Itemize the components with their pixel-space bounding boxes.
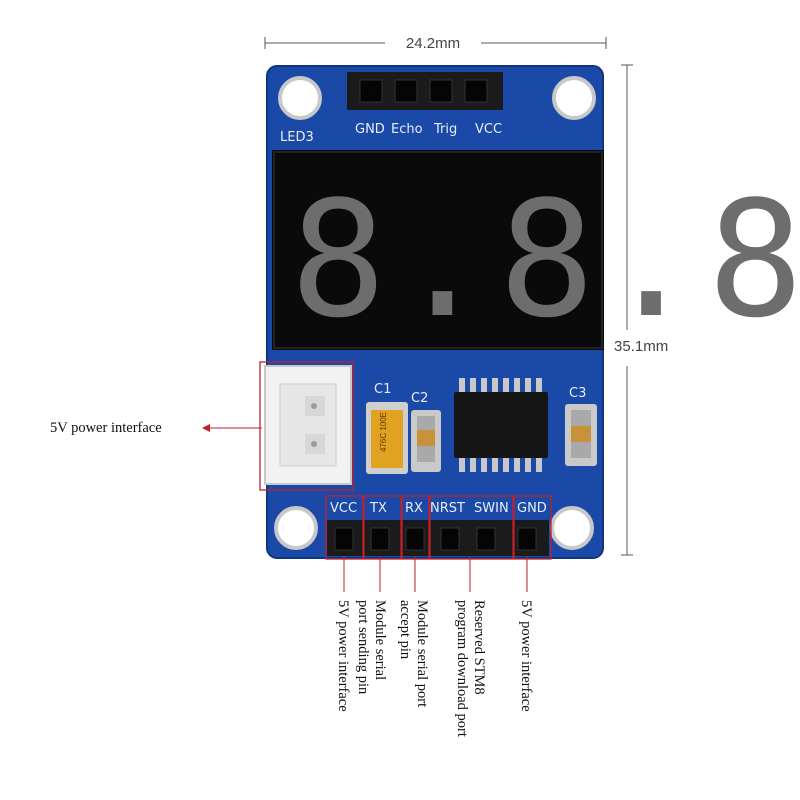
rx-pin-annotation-line1: Module serial port xyxy=(414,600,430,707)
bottom-pin-header xyxy=(327,520,549,556)
c1-label: C1 xyxy=(374,382,391,397)
bottom-pin-label-tx: TX xyxy=(369,501,387,516)
height-dimension: 35.1mm xyxy=(612,64,692,556)
height-label: 35.1mm xyxy=(614,338,668,355)
power-interface-label: 5V power interface xyxy=(50,420,162,436)
stm8-highlight xyxy=(429,495,514,560)
width-label: 24.2mm xyxy=(406,35,460,52)
stm8-annotation-line2: program download port xyxy=(454,600,470,737)
bottom-pin-label-nrst: NRST xyxy=(430,501,465,516)
capacitor-c3 xyxy=(565,404,597,466)
c1-marking: 476C 100E xyxy=(379,412,388,452)
c3-label: C3 xyxy=(569,386,586,401)
mounting-hole-top-right xyxy=(552,76,596,120)
bottom-pin-label-vcc: VCC xyxy=(330,501,357,516)
pcb-board: GND Echo Trig VCC LED3 8.8.8. C1 476C 10… xyxy=(264,65,800,559)
top-pin-label-gnd: GND xyxy=(355,122,385,137)
gnd-highlight xyxy=(513,495,552,560)
top-pin-label-trig: Trig xyxy=(433,122,457,137)
stm8-annotation-line1: Reserved STM8 xyxy=(471,600,487,695)
tx-highlight xyxy=(363,495,402,560)
mounting-hole-top-left xyxy=(278,76,322,120)
tx-pin-annotation-line1: Module serial xyxy=(372,600,388,680)
capacitor-c2 xyxy=(411,410,441,472)
top-pin-label-vcc: VCC xyxy=(475,122,502,137)
bottom-pin-label-rx: RX xyxy=(405,501,423,516)
pin-leader-lines xyxy=(343,556,528,592)
vcc-pin-annotation: 5V power interface xyxy=(335,600,351,712)
power-connector-highlight xyxy=(259,361,354,491)
mounting-hole-bottom-left xyxy=(274,506,318,550)
capacitor-c1: 476C 100E xyxy=(366,402,408,474)
bottom-pin-label-gnd: GND xyxy=(517,501,547,516)
top-pin-header xyxy=(347,72,503,110)
top-pin-label-echo: Echo xyxy=(391,122,423,137)
stm8-chip xyxy=(454,378,548,472)
power-interface-callout: 5V power interface xyxy=(50,420,262,436)
width-dimension: 24.2mm xyxy=(264,32,607,52)
rx-pin-annotation-line2: accept pin xyxy=(397,600,413,660)
gnd-pin-annotation: 5V power interface xyxy=(518,600,534,712)
seven-segment-display: 8.8.8. xyxy=(272,150,800,353)
bottom-pin-label-swin: SWIN xyxy=(474,501,509,516)
power-connector xyxy=(264,365,352,485)
c2-label: C2 xyxy=(411,391,428,406)
display-label: LED3 xyxy=(280,130,314,145)
tx-pin-annotation-line2: port sending pin xyxy=(355,600,371,695)
mounting-hole-bottom-right xyxy=(550,506,594,550)
display-digits: 8.8.8. xyxy=(290,166,800,353)
